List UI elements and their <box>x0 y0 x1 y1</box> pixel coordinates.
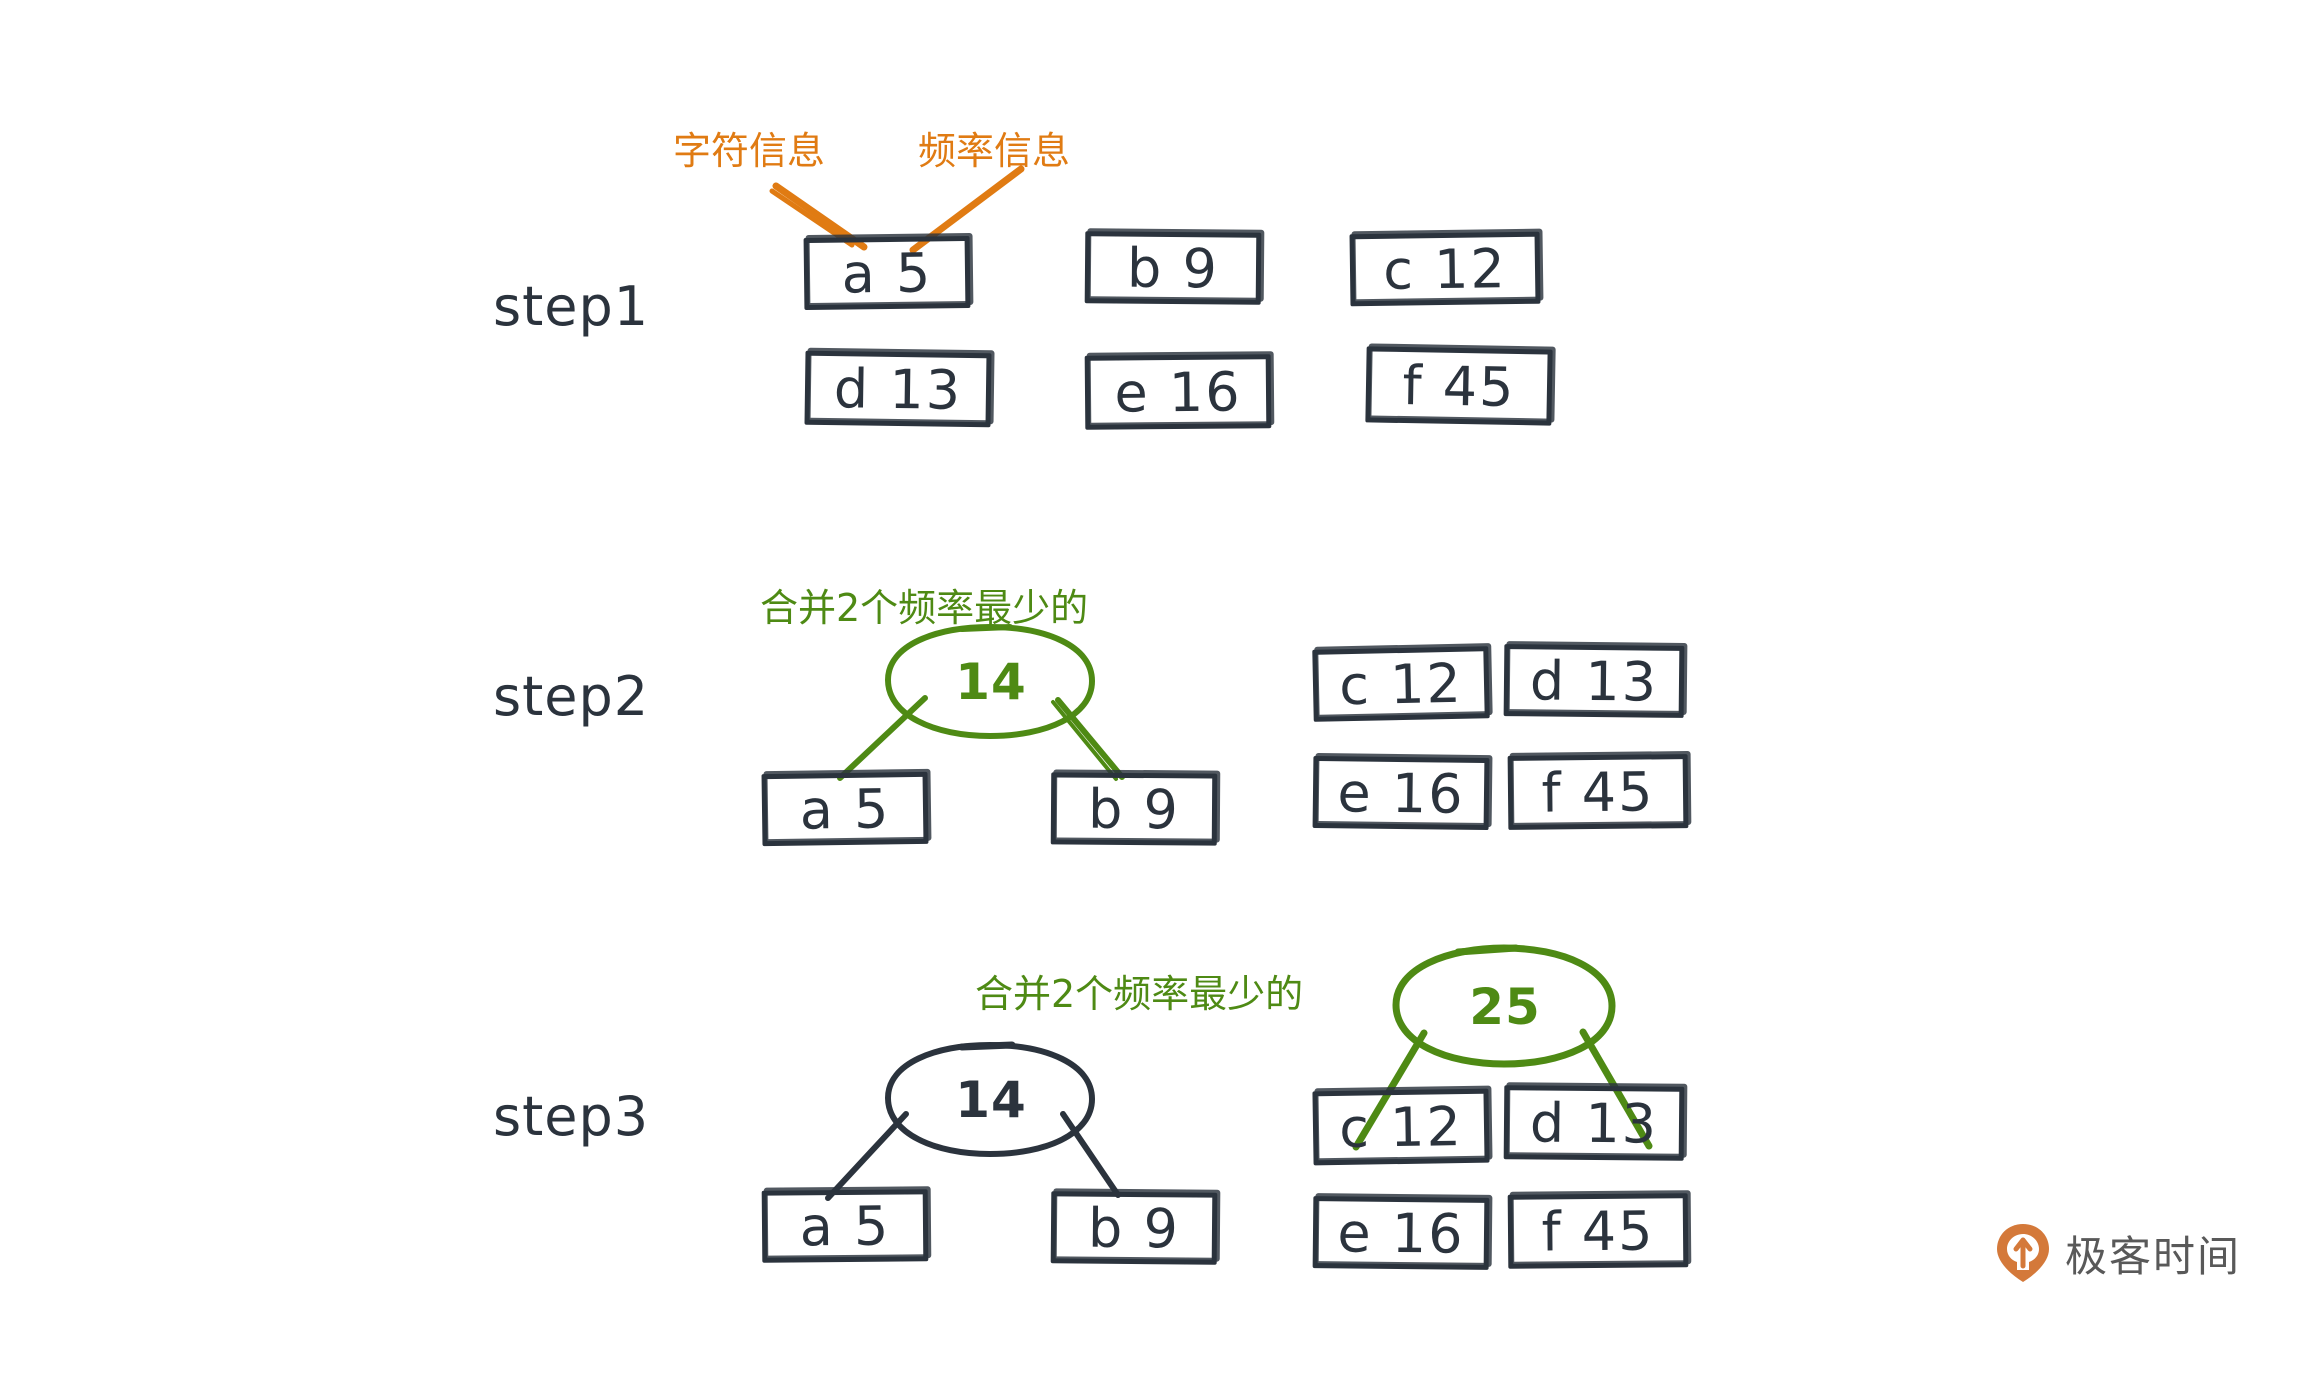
annotation-merge-step3: 合并2个频率最少的 <box>975 972 1304 1016</box>
node-label-step1-b: b 9 <box>1126 236 1220 300</box>
node-step1-c[interactable]: c 12 <box>1349 228 1544 307</box>
step-label-step3: step3 <box>493 1085 650 1148</box>
node-step3-a[interactable]: a 5 <box>761 1186 932 1263</box>
node-label-step1-e: e 16 <box>1114 359 1242 425</box>
node-step1-a[interactable]: a 5 <box>803 232 974 311</box>
step-label-step2: step2 <box>493 665 650 728</box>
node-label-step2-a: a 5 <box>799 776 891 842</box>
step-label-step1: step1 <box>493 275 650 338</box>
node-label-step2-e: e 16 <box>1337 760 1465 826</box>
node-step2-f[interactable]: f 45 <box>1507 751 1692 830</box>
node-step2-a[interactable]: a 5 <box>761 768 932 847</box>
node-label-step2-c: c 12 <box>1338 651 1464 717</box>
node-label-step1-d: d 13 <box>833 356 963 422</box>
annotation-freq-info: 频率信息 <box>918 129 1071 173</box>
node-step2-e[interactable]: e 16 <box>1312 752 1493 831</box>
node-step1-f[interactable]: f 45 <box>1365 343 1556 426</box>
node-label-step2-b: b 9 <box>1087 777 1181 841</box>
node-label-step3-e: e 16 <box>1337 1200 1465 1266</box>
node-step1-b[interactable]: b 9 <box>1084 228 1265 305</box>
node-step3-e[interactable]: e 16 <box>1312 1193 1493 1270</box>
node-step2-c[interactable]: c 12 <box>1312 643 1493 722</box>
oval-step2-14[interactable]: 14 <box>888 627 1094 737</box>
node-step1-e[interactable]: e 16 <box>1084 351 1275 430</box>
node-label-step3-b: b 9 <box>1087 1196 1181 1260</box>
geekbang-pin-icon <box>1995 1222 2051 1284</box>
node-label-step1-f: f 45 <box>1402 353 1516 419</box>
brand-logo: 极客时间 <box>1995 1222 2241 1284</box>
node-label-step3-c: c 12 <box>1338 1094 1464 1160</box>
node-step2-b[interactable]: b 9 <box>1050 769 1221 846</box>
node-label-step3-d: d 13 <box>1529 1090 1659 1156</box>
annotation-merge-step2: 合并2个频率最少的 <box>760 586 1089 630</box>
node-label-step1-a: a 5 <box>841 240 933 306</box>
node-step3-d[interactable]: d 13 <box>1503 1082 1688 1161</box>
node-step3-c[interactable]: c 12 <box>1312 1085 1493 1166</box>
annotation-char-info: 字符信息 <box>673 129 826 173</box>
node-step3-f[interactable]: f 45 <box>1507 1190 1692 1269</box>
oval-step3-14[interactable]: 14 <box>888 1045 1094 1155</box>
node-label-step2-f: f 45 <box>1541 759 1655 825</box>
node-label-step2-d: d 13 <box>1529 648 1659 714</box>
node-step1-d[interactable]: d 13 <box>804 347 995 428</box>
brand-logo-text: 极客时间 <box>2065 1231 2242 1281</box>
node-label-step3-a: a 5 <box>799 1194 891 1258</box>
node-step3-b[interactable]: b 9 <box>1050 1188 1221 1265</box>
oval-value-step3-25: 25 <box>1469 978 1541 1036</box>
oval-value-step2-14: 14 <box>955 653 1027 711</box>
node-label-step3-f: f 45 <box>1541 1199 1655 1263</box>
oval-value-step3-14: 14 <box>955 1071 1027 1129</box>
oval-step3-25[interactable]: 25 <box>1396 948 1614 1066</box>
node-step2-d[interactable]: d 13 <box>1503 641 1688 718</box>
node-label-step1-c: c 12 <box>1382 236 1508 302</box>
